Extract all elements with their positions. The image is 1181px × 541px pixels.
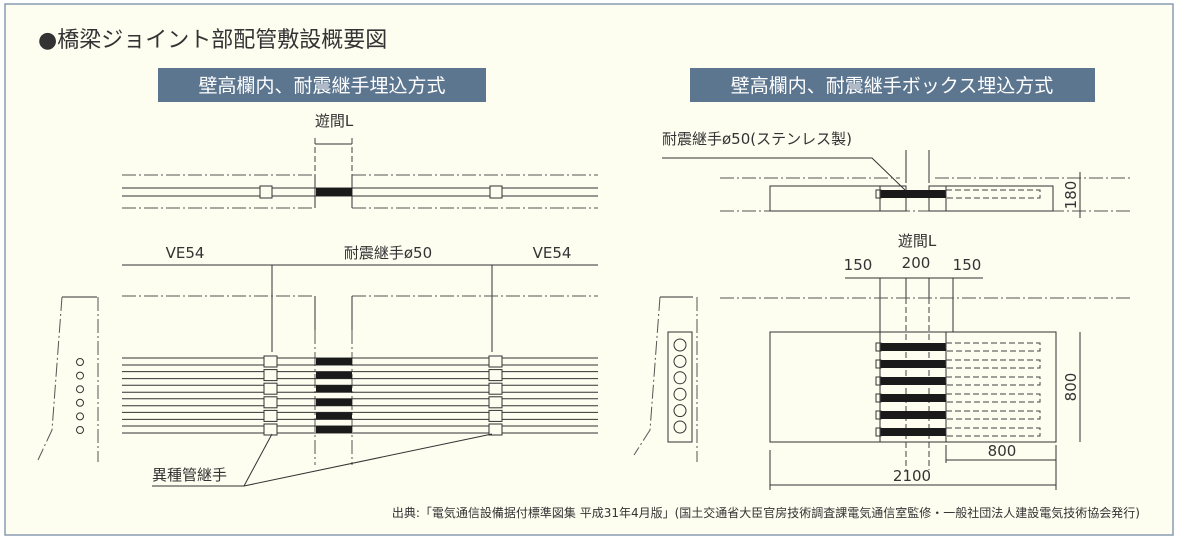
pipe-fitting xyxy=(488,382,503,395)
pipe-hidden xyxy=(945,393,1041,403)
ve54-right-label: VE54 xyxy=(533,244,572,262)
pipe-fitting xyxy=(263,396,278,409)
conduit-circle xyxy=(76,398,84,407)
pipe-fitting xyxy=(263,409,278,422)
seismic-joint xyxy=(316,398,352,406)
pipe-hidden xyxy=(945,359,1041,369)
seismic-joint xyxy=(316,412,352,420)
seismic-joint xyxy=(881,360,946,368)
pipe-fitting xyxy=(488,423,503,436)
dim-800-vertical: 800 xyxy=(1062,373,1080,402)
conduit-circle xyxy=(673,387,687,401)
pipe-fitting xyxy=(263,355,278,368)
pipe-hidden xyxy=(945,410,1041,420)
left-heading: 壁高欄内、耐震継手埋込方式 xyxy=(198,75,445,97)
seismic-joint xyxy=(881,428,946,436)
left-plan-view: 遊間L xyxy=(122,112,598,209)
conduit-circle xyxy=(673,420,687,434)
conduit-circle xyxy=(76,358,84,366)
gap-label: 遊間L xyxy=(315,112,354,130)
pipe-fitting xyxy=(488,369,503,382)
conduit-circle xyxy=(76,371,84,380)
seismic-joint xyxy=(881,411,946,419)
dim-200: 200 xyxy=(902,254,931,272)
right-heading-box xyxy=(690,68,1095,102)
seismic-joint xyxy=(316,371,352,379)
pipe-hidden xyxy=(945,342,1041,352)
conduit-circle xyxy=(76,412,84,421)
dim-150-left: 150 xyxy=(844,256,873,274)
pipe-fitting xyxy=(488,355,503,368)
pipe-fitting xyxy=(263,423,278,436)
conduit-circle xyxy=(673,371,687,385)
ve54-left-label: VE54 xyxy=(166,244,205,262)
gap-label-right: 遊間L xyxy=(898,232,937,250)
left-section-view: VE54 耐震継手ø50 VE54 異種管継手 xyxy=(37,244,598,487)
source-citation: 出典:「電気通信設備据付標準図集 平成31年4月版」(国土交通省大臣官房技術調査… xyxy=(392,505,1140,520)
seismic-joint xyxy=(881,343,946,351)
left-heading-box xyxy=(158,68,486,102)
conduit-circle xyxy=(673,354,687,368)
pipe-fitting xyxy=(488,409,503,422)
pipe-hidden xyxy=(945,427,1041,437)
fitting-label: 異種管継手 xyxy=(152,466,227,484)
pipe-fitting xyxy=(488,396,503,409)
page-title: ●橋梁ジョイント部配管敷設概要図 xyxy=(38,28,387,53)
dim-800-horizontal: 800 xyxy=(988,442,1017,460)
dim-2100: 2100 xyxy=(893,467,931,485)
pipe-hidden xyxy=(945,376,1041,386)
steel-joint-label: 耐震継手ø50(ステンレス製) xyxy=(662,130,852,148)
right-heading: 壁高欄内、耐震継手ボックス埋込方式 xyxy=(731,75,1053,97)
seismic-joint xyxy=(316,385,352,393)
conduit-circle xyxy=(673,404,687,418)
conduit-circle xyxy=(76,385,84,394)
right-plan-view: 耐震継手ø50(ステンレス製) 180 xyxy=(662,130,1130,218)
pipe-fitting xyxy=(263,369,278,382)
conduit-circle xyxy=(673,338,687,352)
dim-180: 180 xyxy=(1062,181,1080,210)
dim-150-right: 150 xyxy=(953,256,982,274)
seismic-joint xyxy=(316,188,352,196)
seismic-joint xyxy=(881,394,946,402)
seismic-joint xyxy=(316,358,352,365)
pipe-fitting xyxy=(263,382,278,395)
joint-label: 耐震継手ø50 xyxy=(344,244,432,262)
right-section-view: 遊間L 150 200 150 800 800 2100 xyxy=(633,232,1130,490)
seismic-joint xyxy=(316,426,352,433)
seismic-joint xyxy=(881,377,946,385)
conduit-circle xyxy=(76,426,84,434)
